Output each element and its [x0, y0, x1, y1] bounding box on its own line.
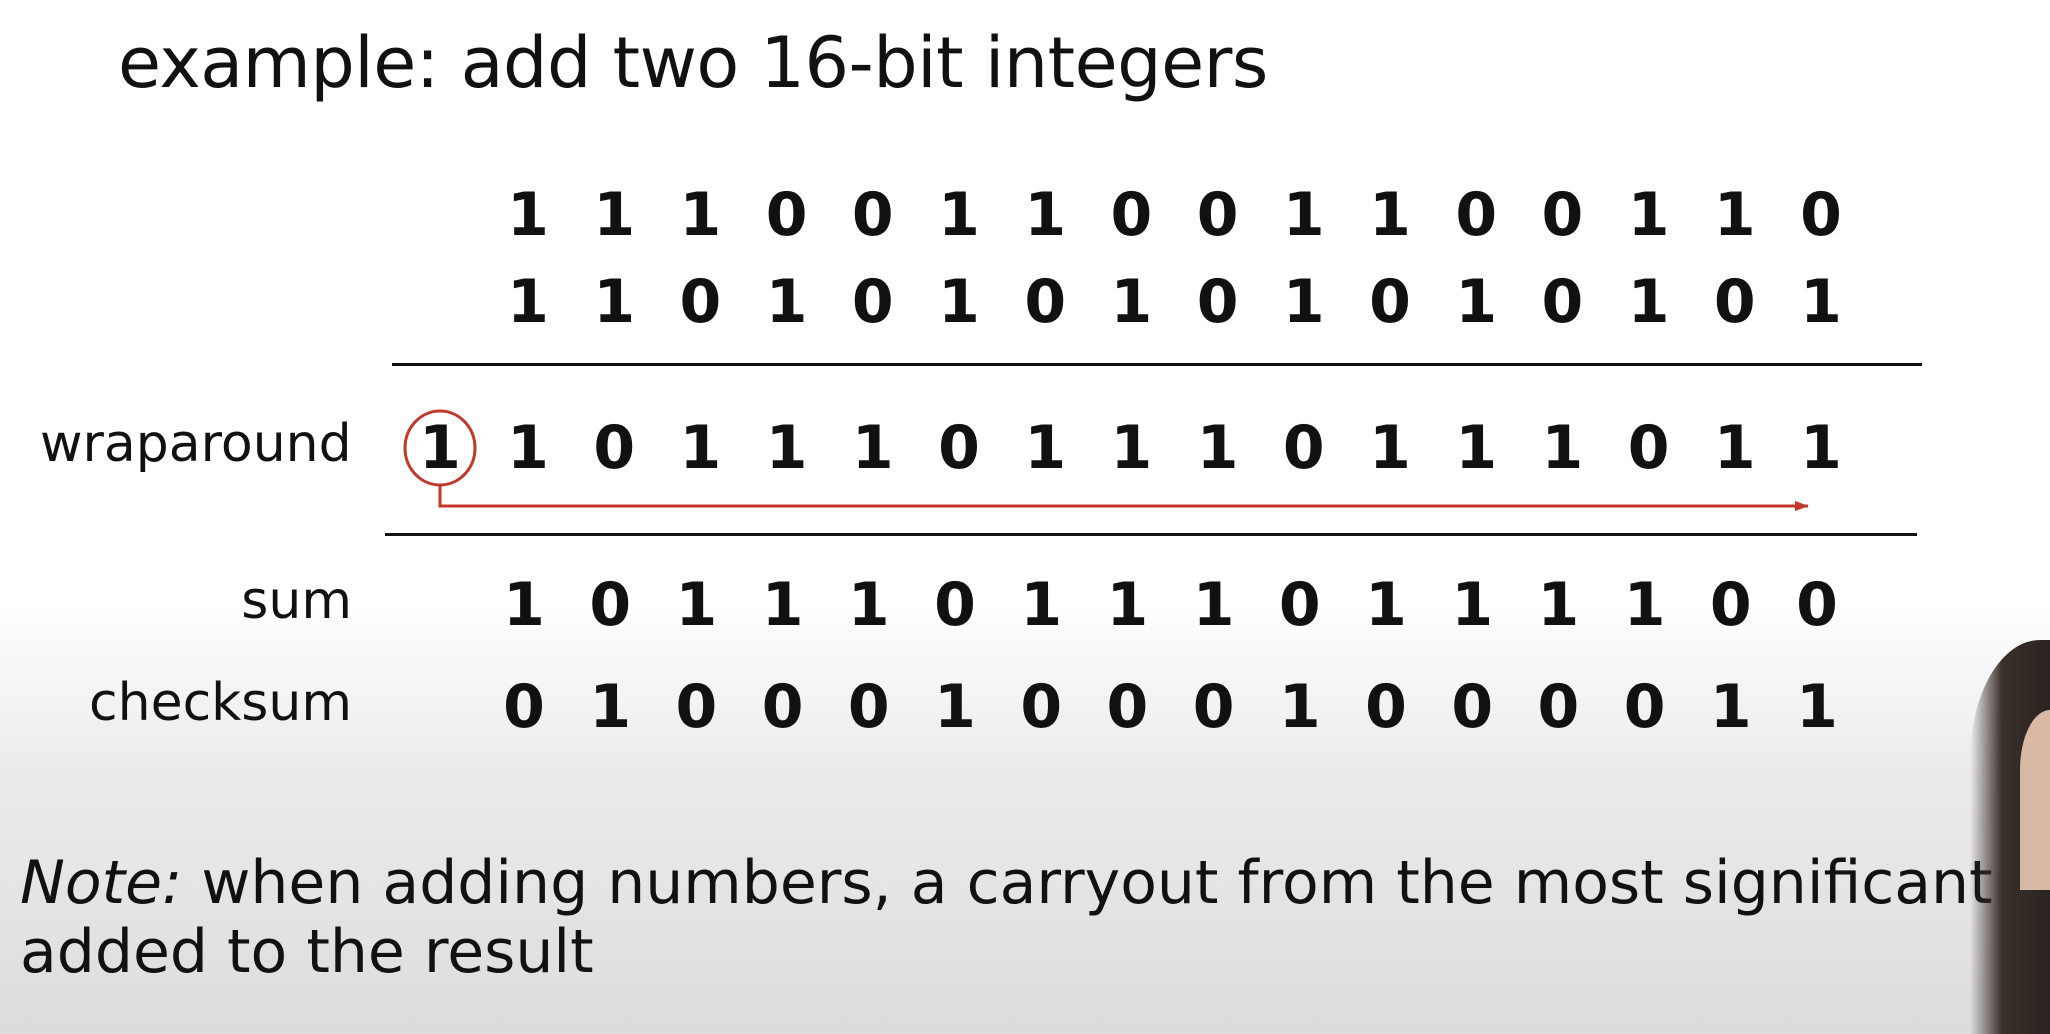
addend1-bit: 1: [1024, 180, 1067, 250]
wraparound-bit: 1: [507, 413, 549, 483]
addend2-bit: 0: [1196, 267, 1239, 337]
addend1-bit: 1: [593, 180, 636, 250]
sum-bit: 0: [1709, 570, 1752, 640]
addend1-bit: 1: [1713, 180, 1756, 250]
wraparound-bit: 1: [851, 413, 894, 483]
sum-bit: 1: [1623, 570, 1666, 640]
wraparound-arrow: [438, 485, 1809, 511]
addend1-bit: 0: [851, 180, 894, 250]
checksum-bit: 1: [934, 672, 976, 742]
carry-out-bit: 1: [419, 413, 461, 483]
addend2-bit: 0: [679, 267, 722, 337]
addend1-bit: 0: [765, 180, 808, 250]
wraparound-bit: 1: [1110, 413, 1153, 483]
addend1-bit: 0: [1196, 180, 1239, 250]
sum-bit: 0: [1278, 570, 1321, 640]
checksum-bit: 0: [847, 672, 890, 742]
addend2-bit: 1: [1800, 267, 1842, 337]
checksum-bit: 0: [1451, 672, 1494, 742]
addend2-bit: 0: [1024, 267, 1067, 337]
note-line-1: Note: when adding numbers, a carryout fr…: [20, 853, 2050, 913]
addend1-bit: 0: [1455, 180, 1498, 250]
sum-bit: 1: [847, 570, 890, 640]
sum-bit: 1: [1451, 570, 1494, 640]
checksum-bit: 0: [1365, 672, 1407, 742]
addend2-bit: 1: [1627, 267, 1670, 337]
addend2-bit: 1: [765, 267, 808, 337]
addend1-bit: 1: [507, 180, 549, 250]
sum-bit: 1: [1192, 570, 1235, 640]
checksum-bit: 0: [1106, 672, 1149, 742]
wraparound-bit: 1: [1800, 413, 1842, 483]
sum-bit: 1: [761, 570, 804, 640]
addend2-bit: 1: [1455, 267, 1498, 337]
addend1-bit: 1: [679, 180, 722, 250]
addend1-bit: 1: [1369, 180, 1411, 250]
wraparound-bit: 1: [1196, 413, 1239, 483]
checksum-label: checksum: [89, 673, 352, 733]
wraparound-bit: 1: [1369, 413, 1411, 483]
checksum-bit: 0: [1020, 672, 1063, 742]
addend2-bit: 0: [1369, 267, 1411, 337]
addend2-bit: 1: [938, 267, 980, 337]
sum-bit: 1: [503, 570, 545, 640]
wraparound-bit: 0: [1282, 413, 1325, 483]
sum-bit: 1: [1106, 570, 1149, 640]
addend1-bit: 1: [938, 180, 980, 250]
note-emphasis: Note:: [20, 848, 183, 918]
addend1-bit: 1: [1282, 180, 1325, 250]
addition-divider-line: [392, 363, 1922, 366]
sum-label: sum: [241, 571, 352, 631]
note-line-1-text: when adding numbers, a carryout from the…: [182, 848, 2050, 918]
addend2-bit: 0: [851, 267, 894, 337]
addend1-bit: 1: [1627, 180, 1670, 250]
slide-title: example: add two 16-bit integers: [118, 22, 1268, 104]
checksum-bit: 0: [503, 672, 545, 742]
wraparound-bit: 0: [593, 413, 636, 483]
sum-bit: 1: [1537, 570, 1580, 640]
wraparound-bit: 1: [1455, 413, 1498, 483]
checksum-bit: 0: [761, 672, 804, 742]
wraparound-bit: 1: [679, 413, 722, 483]
checksum-bit: 0: [1192, 672, 1235, 742]
note-line-2: added to the result: [20, 917, 594, 987]
addend2-bit: 1: [593, 267, 636, 337]
sum-bit: 0: [934, 570, 976, 640]
addend1-bit: 0: [1541, 180, 1584, 250]
wraparound-bit: 0: [938, 413, 980, 483]
checksum-bit: 1: [589, 672, 632, 742]
addend1-bit: 0: [1800, 180, 1842, 250]
addend2-bit: 0: [1713, 267, 1756, 337]
addend2-bit: 1: [1110, 267, 1153, 337]
wraparound-bit: 0: [1627, 413, 1670, 483]
wraparound-label: wraparound: [40, 414, 352, 474]
presenter-face-edge: [2020, 710, 2050, 890]
addend2-bit: 1: [507, 267, 549, 337]
checksum-bit: 0: [1537, 672, 1580, 742]
checksum-bit: 0: [1623, 672, 1666, 742]
wraparound-bit: 1: [1541, 413, 1584, 483]
addend1-bit: 0: [1110, 180, 1153, 250]
checksum-bit: 1: [1796, 672, 1838, 742]
wraparound-bit: 1: [1024, 413, 1067, 483]
addend2-bit: 0: [1541, 267, 1584, 337]
checksum-bit: 0: [675, 672, 718, 742]
checksum-bit: 1: [1709, 672, 1752, 742]
checksum-bit: 1: [1278, 672, 1321, 742]
sum-bit: 1: [675, 570, 718, 640]
wraparound-bit: 1: [765, 413, 808, 483]
sum-bit: 0: [1796, 570, 1838, 640]
wraparound-divider-line: [385, 533, 1917, 536]
sum-bit: 1: [1020, 570, 1063, 640]
sum-bit: 1: [1365, 570, 1407, 640]
wraparound-bit: 1: [1713, 413, 1756, 483]
sum-bit: 0: [589, 570, 632, 640]
addend2-bit: 1: [1282, 267, 1325, 337]
